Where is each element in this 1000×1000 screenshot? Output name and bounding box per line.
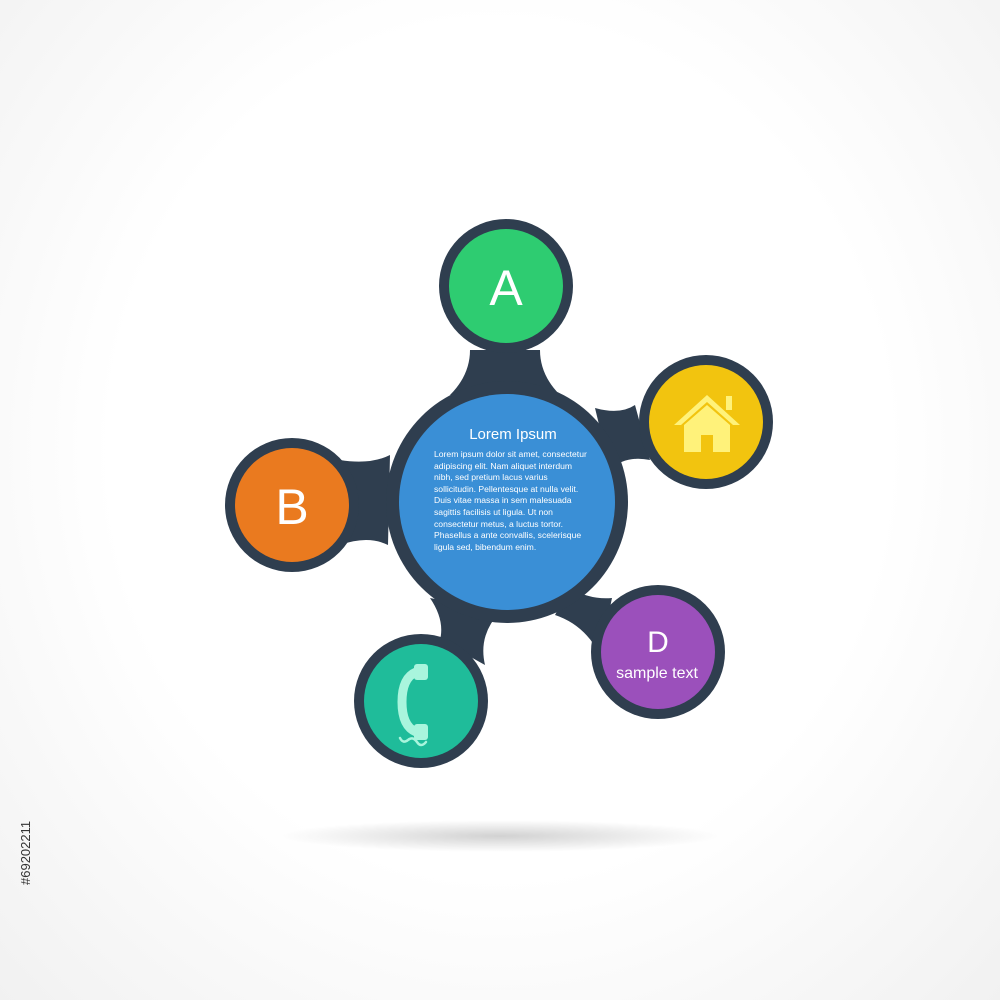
node-a-label: A: [489, 260, 523, 316]
drop-shadow: [280, 820, 720, 852]
center-body-text: Lorem ipsum dolor sit amet, consectetur …: [434, 449, 587, 552]
node-d-disc[interactable]: [601, 595, 715, 709]
center-text-block: Lorem Ipsum Lorem ipsum dolor sit amet, …: [424, 426, 592, 553]
center-disc: [399, 394, 615, 610]
stock-id-label: #69202211: [18, 821, 32, 885]
phone-icon: [397, 664, 428, 747]
node-b-disc[interactable]: [235, 448, 349, 562]
node-c-disc[interactable]: [364, 644, 478, 758]
node-d-caption: sample text: [616, 665, 698, 682]
node-a-disc[interactable]: [449, 229, 563, 343]
stock-id-text: #69202211: [18, 821, 32, 885]
node-d-label: D: [647, 626, 669, 659]
node-b-label: B: [275, 479, 308, 535]
house-icon: [674, 395, 740, 452]
center-title: Lorem Ipsum: [469, 426, 557, 443]
